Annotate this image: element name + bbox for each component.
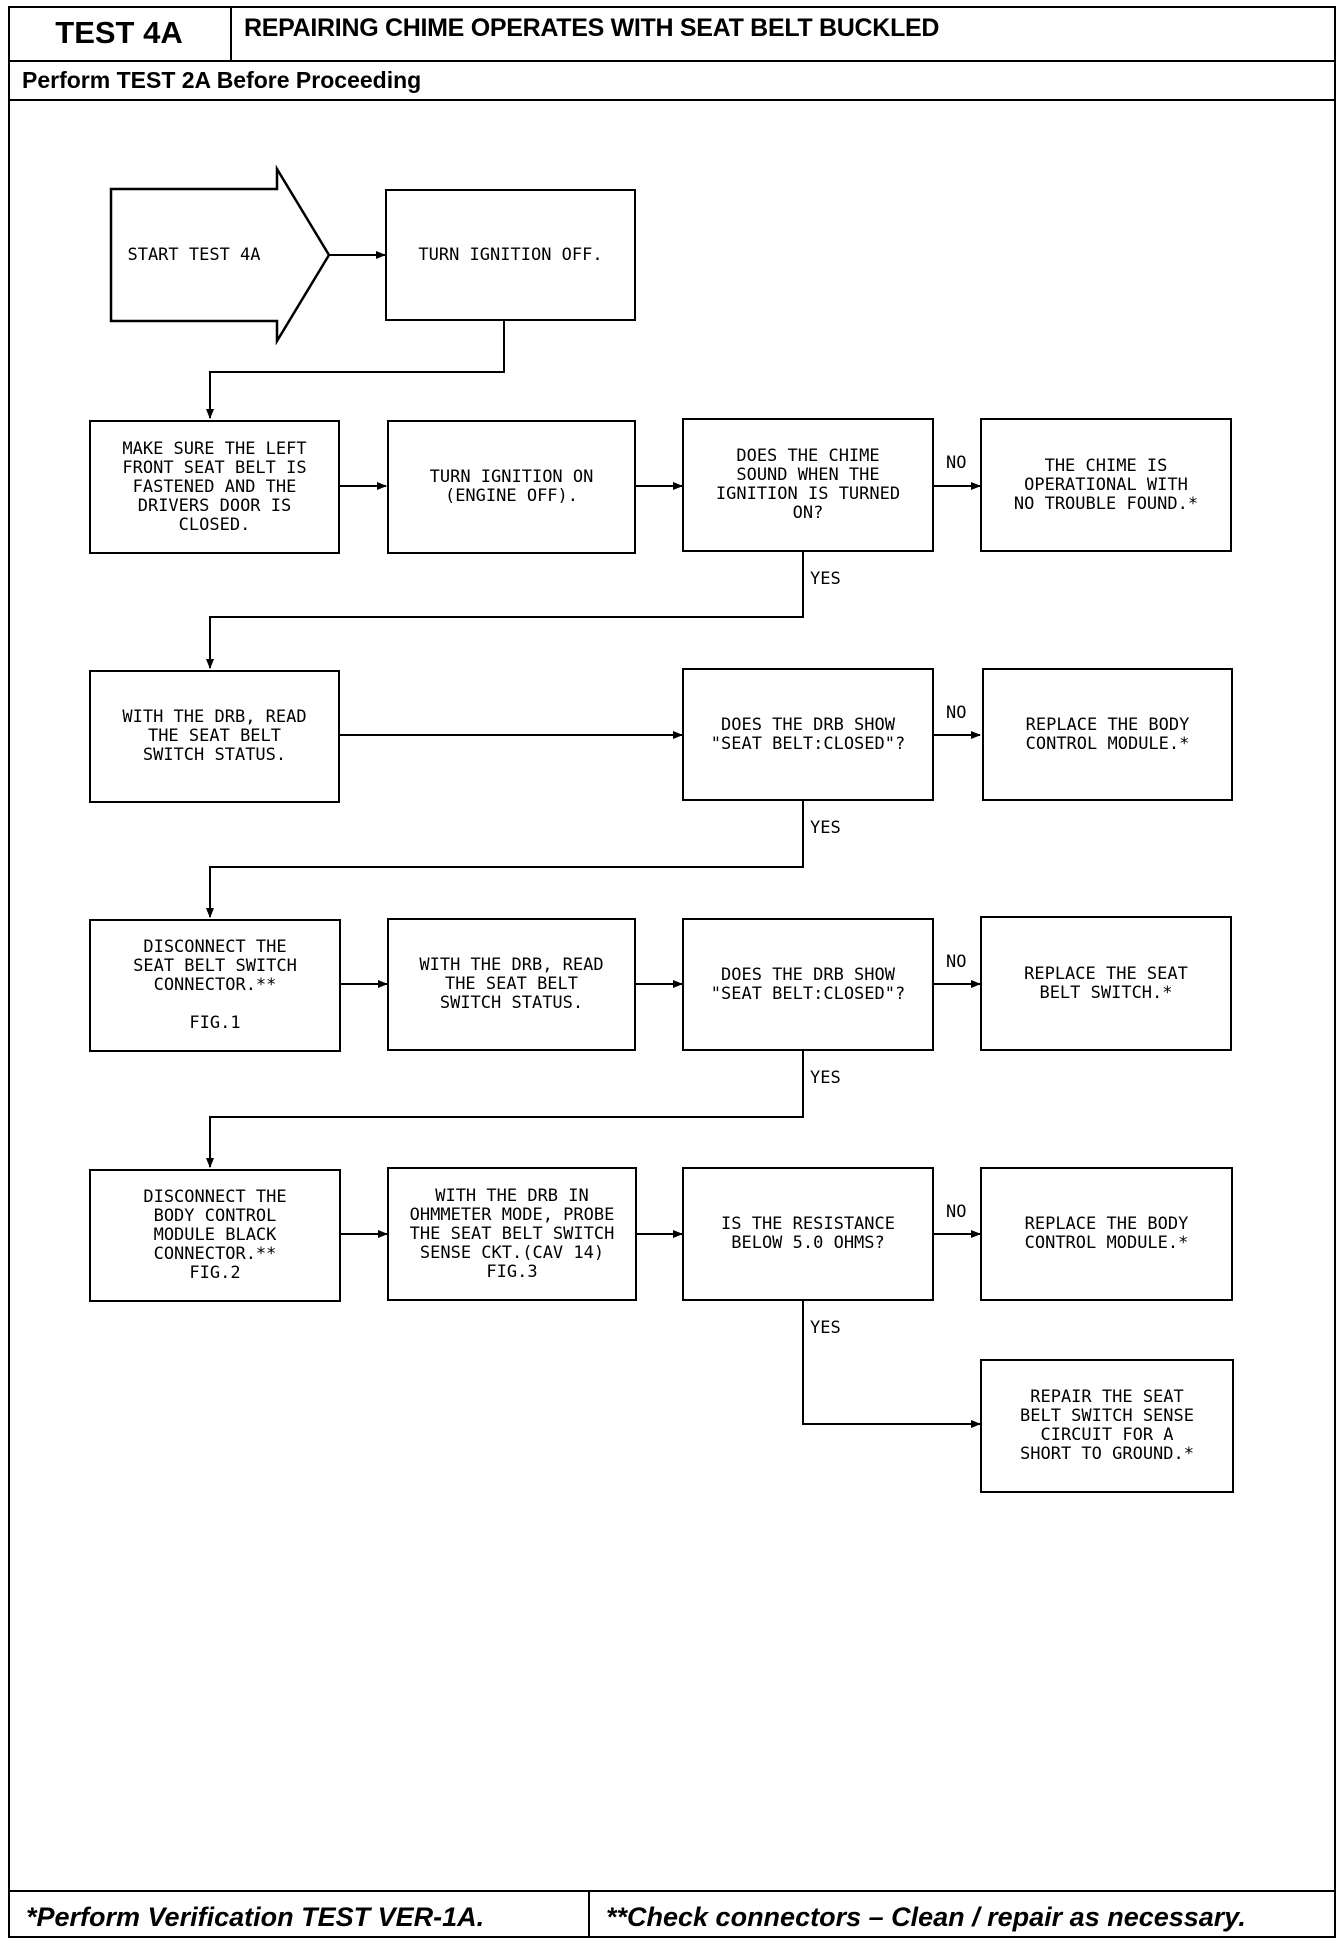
connector-r2-yes (206, 801, 804, 918)
result-replace-seat-belt-switch: REPLACE THE SEAT BELT SWITCH.* (980, 916, 1232, 1051)
footer-divider (8, 1890, 1336, 1892)
label-no: NO (946, 453, 967, 473)
label-yes: YES (810, 1068, 841, 1088)
step-ohmmeter-probe: WITH THE DRB IN OHMMETER MODE, PROBE THE… (387, 1167, 637, 1301)
label-yes: YES (810, 1318, 841, 1338)
footer-column-divider (588, 1890, 590, 1938)
step-turn-ignition-off: TURN IGNITION OFF. (385, 189, 636, 321)
result-replace-body-control-module-2: REPLACE THE BODY CONTROL MODULE.* (980, 1167, 1233, 1301)
result-no-trouble-found: THE CHIME IS OPERATIONAL WITH NO TROUBLE… (980, 418, 1232, 552)
header-divider (8, 60, 1336, 62)
step-read-switch-status-2: WITH THE DRB, READ THE SEAT BELT SWITCH … (387, 918, 636, 1051)
connector-r1-yes (206, 552, 804, 669)
connector-off-to-row1 (206, 321, 505, 419)
footnote-connectors: **Check connectors – Clean / repair as n… (606, 1902, 1246, 1932)
label-no: NO (946, 1202, 967, 1222)
label-no: NO (946, 703, 967, 723)
step-fasten-seat-belt: MAKE SURE THE LEFT FRONT SEAT BELT IS FA… (89, 420, 340, 554)
decision-drb-shows-closed: DOES THE DRB SHOW "SEAT BELT:CLOSED"? (682, 668, 934, 801)
step-disconnect-bcm-connector: DISCONNECT THE BODY CONTROL MODULE BLACK… (89, 1169, 341, 1302)
decision-drb-shows-closed-2: DOES THE DRB SHOW "SEAT BELT:CLOSED"? (682, 918, 934, 1051)
step-turn-ignition-on: TURN IGNITION ON (ENGINE OFF). (387, 420, 636, 554)
prerequisite-note: Perform TEST 2A Before Proceeding (22, 67, 422, 93)
start-step: START TEST 4A (127, 244, 261, 265)
decision-resistance-below-5: IS THE RESISTANCE BELOW 5.0 OHMS? (682, 1167, 934, 1301)
connector-r3-yes (206, 1051, 804, 1168)
label-yes: YES (810, 818, 841, 838)
label-no: NO (946, 952, 967, 972)
header-divider-lower (8, 99, 1336, 101)
step-disconnect-switch-connector: DISCONNECT THE SEAT BELT SWITCH CONNECTO… (89, 919, 341, 1052)
connector-r4-yes (802, 1301, 981, 1428)
label-yes: YES (810, 569, 841, 589)
page-title: REPAIRING CHIME OPERATES WITH SEAT BELT … (244, 14, 940, 42)
step-read-switch-status: WITH THE DRB, READ THE SEAT BELT SWITCH … (89, 670, 340, 803)
start-arrow-shape (109, 164, 331, 346)
page-frame (8, 6, 1336, 1938)
result-replace-body-control-module: REPLACE THE BODY CONTROL MODULE.* (982, 668, 1233, 801)
decision-chime-sound: DOES THE CHIME SOUND WHEN THE IGNITION I… (682, 418, 934, 552)
result-repair-short-to-ground: REPAIR THE SEAT BELT SWITCH SENSE CIRCUI… (980, 1359, 1234, 1493)
footnote-verification: *Perform Verification TEST VER-1A. (26, 1902, 485, 1932)
